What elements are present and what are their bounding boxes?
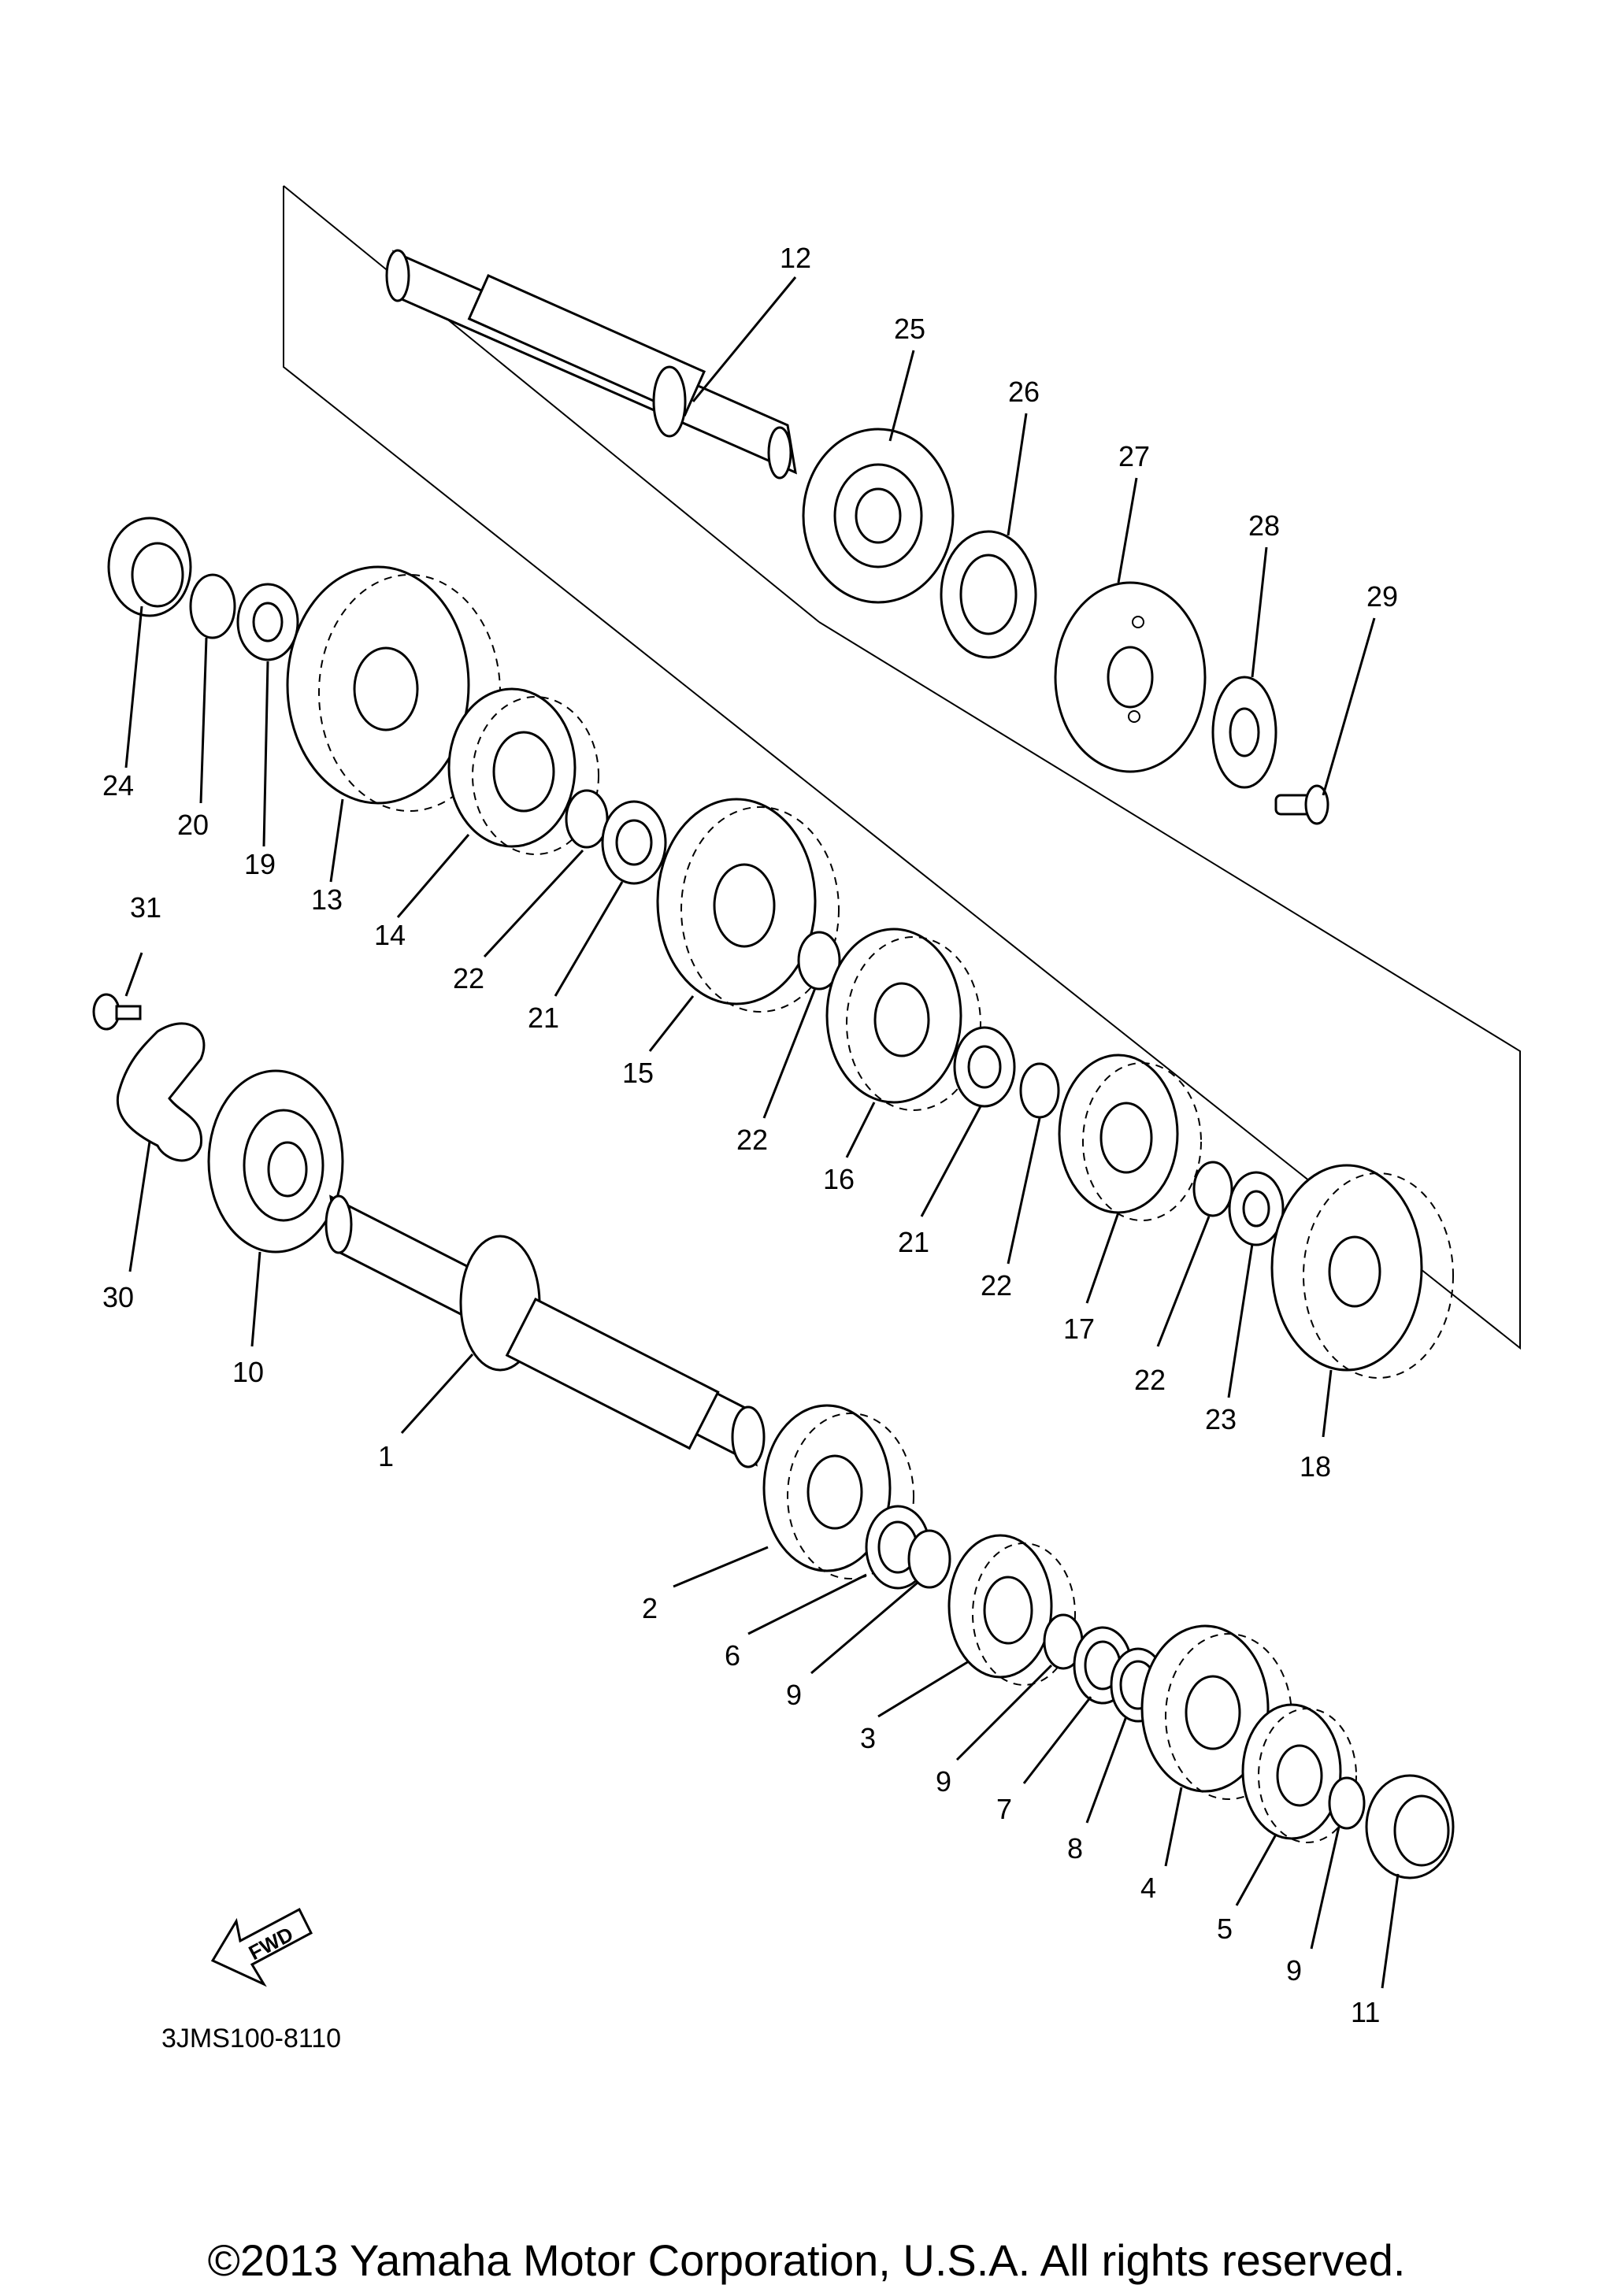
drive-axle-1 <box>324 1194 766 1468</box>
washer-21b <box>953 1026 1016 1108</box>
callout-7: 7 <box>996 1793 1012 1825</box>
callout-11: 11 <box>1351 1996 1380 2028</box>
washer-23 <box>1228 1171 1285 1246</box>
bolt-29 <box>1274 784 1329 825</box>
callout-1: 1 <box>378 1440 394 1472</box>
callout-2: 2 <box>642 1592 658 1624</box>
callout-15: 15 <box>622 1057 654 1089</box>
gear-2 <box>762 1404 914 1579</box>
callout-19: 19 <box>244 848 276 880</box>
gear-5 <box>1241 1703 1357 1843</box>
callout-5: 5 <box>1217 1913 1233 1945</box>
lock-washer-28 <box>1211 676 1277 789</box>
screw-31 <box>92 993 142 1031</box>
callout-13: 13 <box>311 883 343 916</box>
callout-28: 28 <box>1248 509 1280 542</box>
callout-9b: 9 <box>936 1765 951 1798</box>
callout-22b: 22 <box>736 1124 768 1156</box>
fwd-arrow-icon: FWD <box>210 1907 313 1987</box>
callout-10: 10 <box>232 1356 264 1388</box>
callout-24: 24 <box>102 769 134 802</box>
copyright-notice: ©2013 Yamaha Motor Corporation, U.S.A. A… <box>208 2235 1406 2285</box>
bearing-24 <box>107 517 192 617</box>
gear-14 <box>447 687 599 855</box>
circlip-22a <box>565 789 609 849</box>
callout-25: 25 <box>894 313 925 345</box>
washer-19 <box>236 583 299 661</box>
callout-4: 4 <box>1140 1872 1156 1904</box>
callout-29: 29 <box>1366 580 1398 613</box>
bearing-10 <box>207 1069 344 1254</box>
circlip-9c <box>1328 1776 1366 1830</box>
circlip-22d <box>1192 1161 1233 1217</box>
gear-13 <box>286 565 501 812</box>
gear-17 <box>1058 1054 1202 1221</box>
callout-31: 31 <box>130 891 161 924</box>
callout-21b: 21 <box>898 1226 929 1258</box>
callout-26: 26 <box>1008 376 1040 408</box>
washer-21a <box>601 800 667 885</box>
callout-18: 18 <box>1300 1450 1331 1483</box>
callout-8: 8 <box>1067 1832 1083 1865</box>
callout-17: 17 <box>1063 1313 1095 1345</box>
bearing-25 <box>802 428 955 604</box>
bearing-stopper-30 <box>116 1022 206 1162</box>
leader-lines <box>124 276 1400 1989</box>
gear-4 <box>1140 1624 1292 1800</box>
callout-14: 14 <box>374 919 406 951</box>
callout-6: 6 <box>725 1639 740 1672</box>
callout-22c: 22 <box>981 1269 1012 1302</box>
circlip-22b <box>797 931 841 991</box>
callout-22d: 22 <box>1134 1364 1166 1396</box>
gear-18 <box>1270 1164 1454 1379</box>
oil-seal-26 <box>940 530 1037 659</box>
assembly-boundary <box>283 186 1521 1350</box>
callout-12: 12 <box>780 242 811 274</box>
assembly-boundary-top <box>283 185 820 623</box>
bearing-11 <box>1365 1774 1455 1879</box>
callout-27: 27 <box>1118 440 1150 472</box>
callout-22a: 22 <box>453 962 484 994</box>
gear-16 <box>825 928 981 1111</box>
circlip-9a <box>907 1529 951 1589</box>
callout-23: 23 <box>1205 1403 1237 1435</box>
callout-9c: 9 <box>1286 1954 1302 1987</box>
callout-16: 16 <box>823 1163 855 1195</box>
drive-sprocket-27 <box>1054 581 1207 773</box>
callout-20: 20 <box>177 809 209 841</box>
callout-labels: 12 25 26 27 28 29 24 20 19 13 14 22 21 1… <box>102 242 1398 2028</box>
circlip-20 <box>189 573 236 639</box>
main-axle <box>385 249 797 480</box>
callout-3: 3 <box>860 1722 876 1754</box>
gear-3 <box>947 1534 1076 1686</box>
diagram-code: 3JMS100-8110 <box>161 2024 341 2053</box>
callout-30: 30 <box>102 1281 134 1313</box>
callout-9a: 9 <box>786 1679 802 1711</box>
gear-15 <box>656 798 840 1013</box>
callout-21a: 21 <box>528 1002 559 1034</box>
circlip-22c <box>1019 1062 1060 1119</box>
